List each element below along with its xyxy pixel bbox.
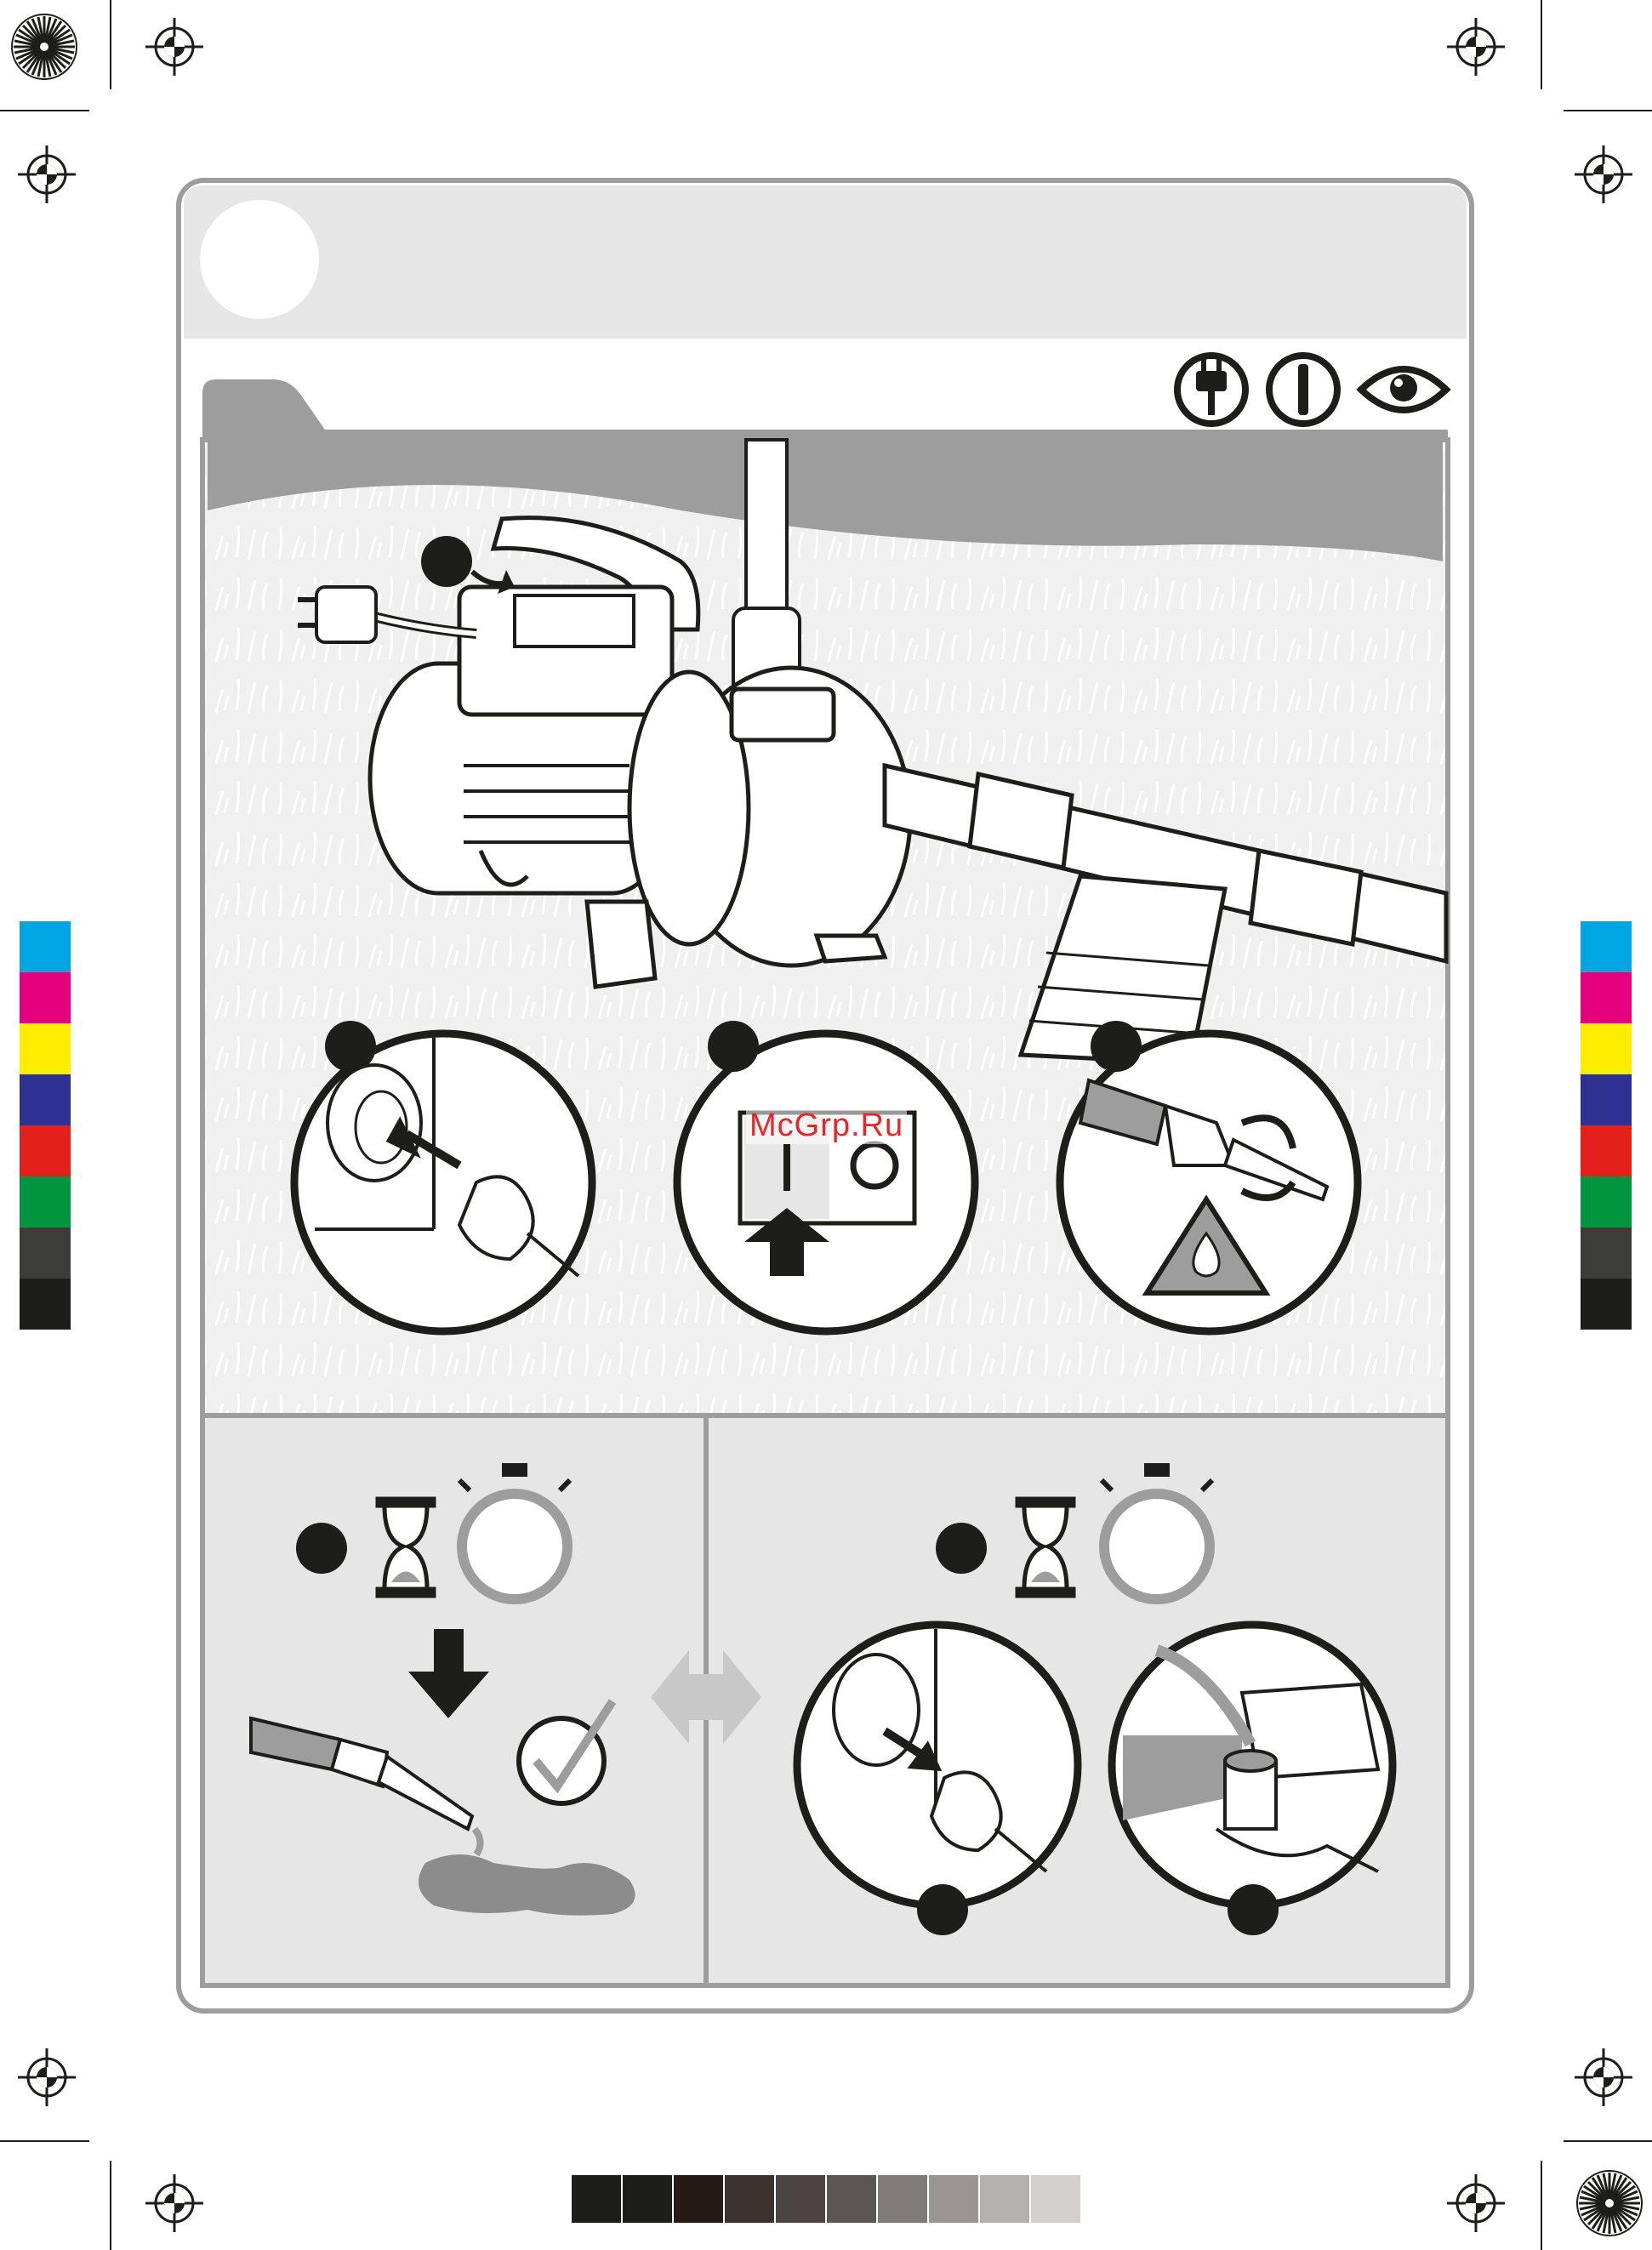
step-number-circle — [200, 200, 319, 319]
plug-icon — [1177, 356, 1245, 424]
step-marker — [296, 1523, 347, 1574]
step-marker — [421, 536, 472, 587]
power-switch-icon — [1269, 356, 1337, 424]
step-marker — [936, 1523, 987, 1574]
watermark-text: McGrp.Ru — [746, 1108, 907, 1144]
suction-pipe — [746, 440, 787, 614]
header-band — [184, 185, 1467, 339]
eye-icon — [1361, 369, 1446, 410]
